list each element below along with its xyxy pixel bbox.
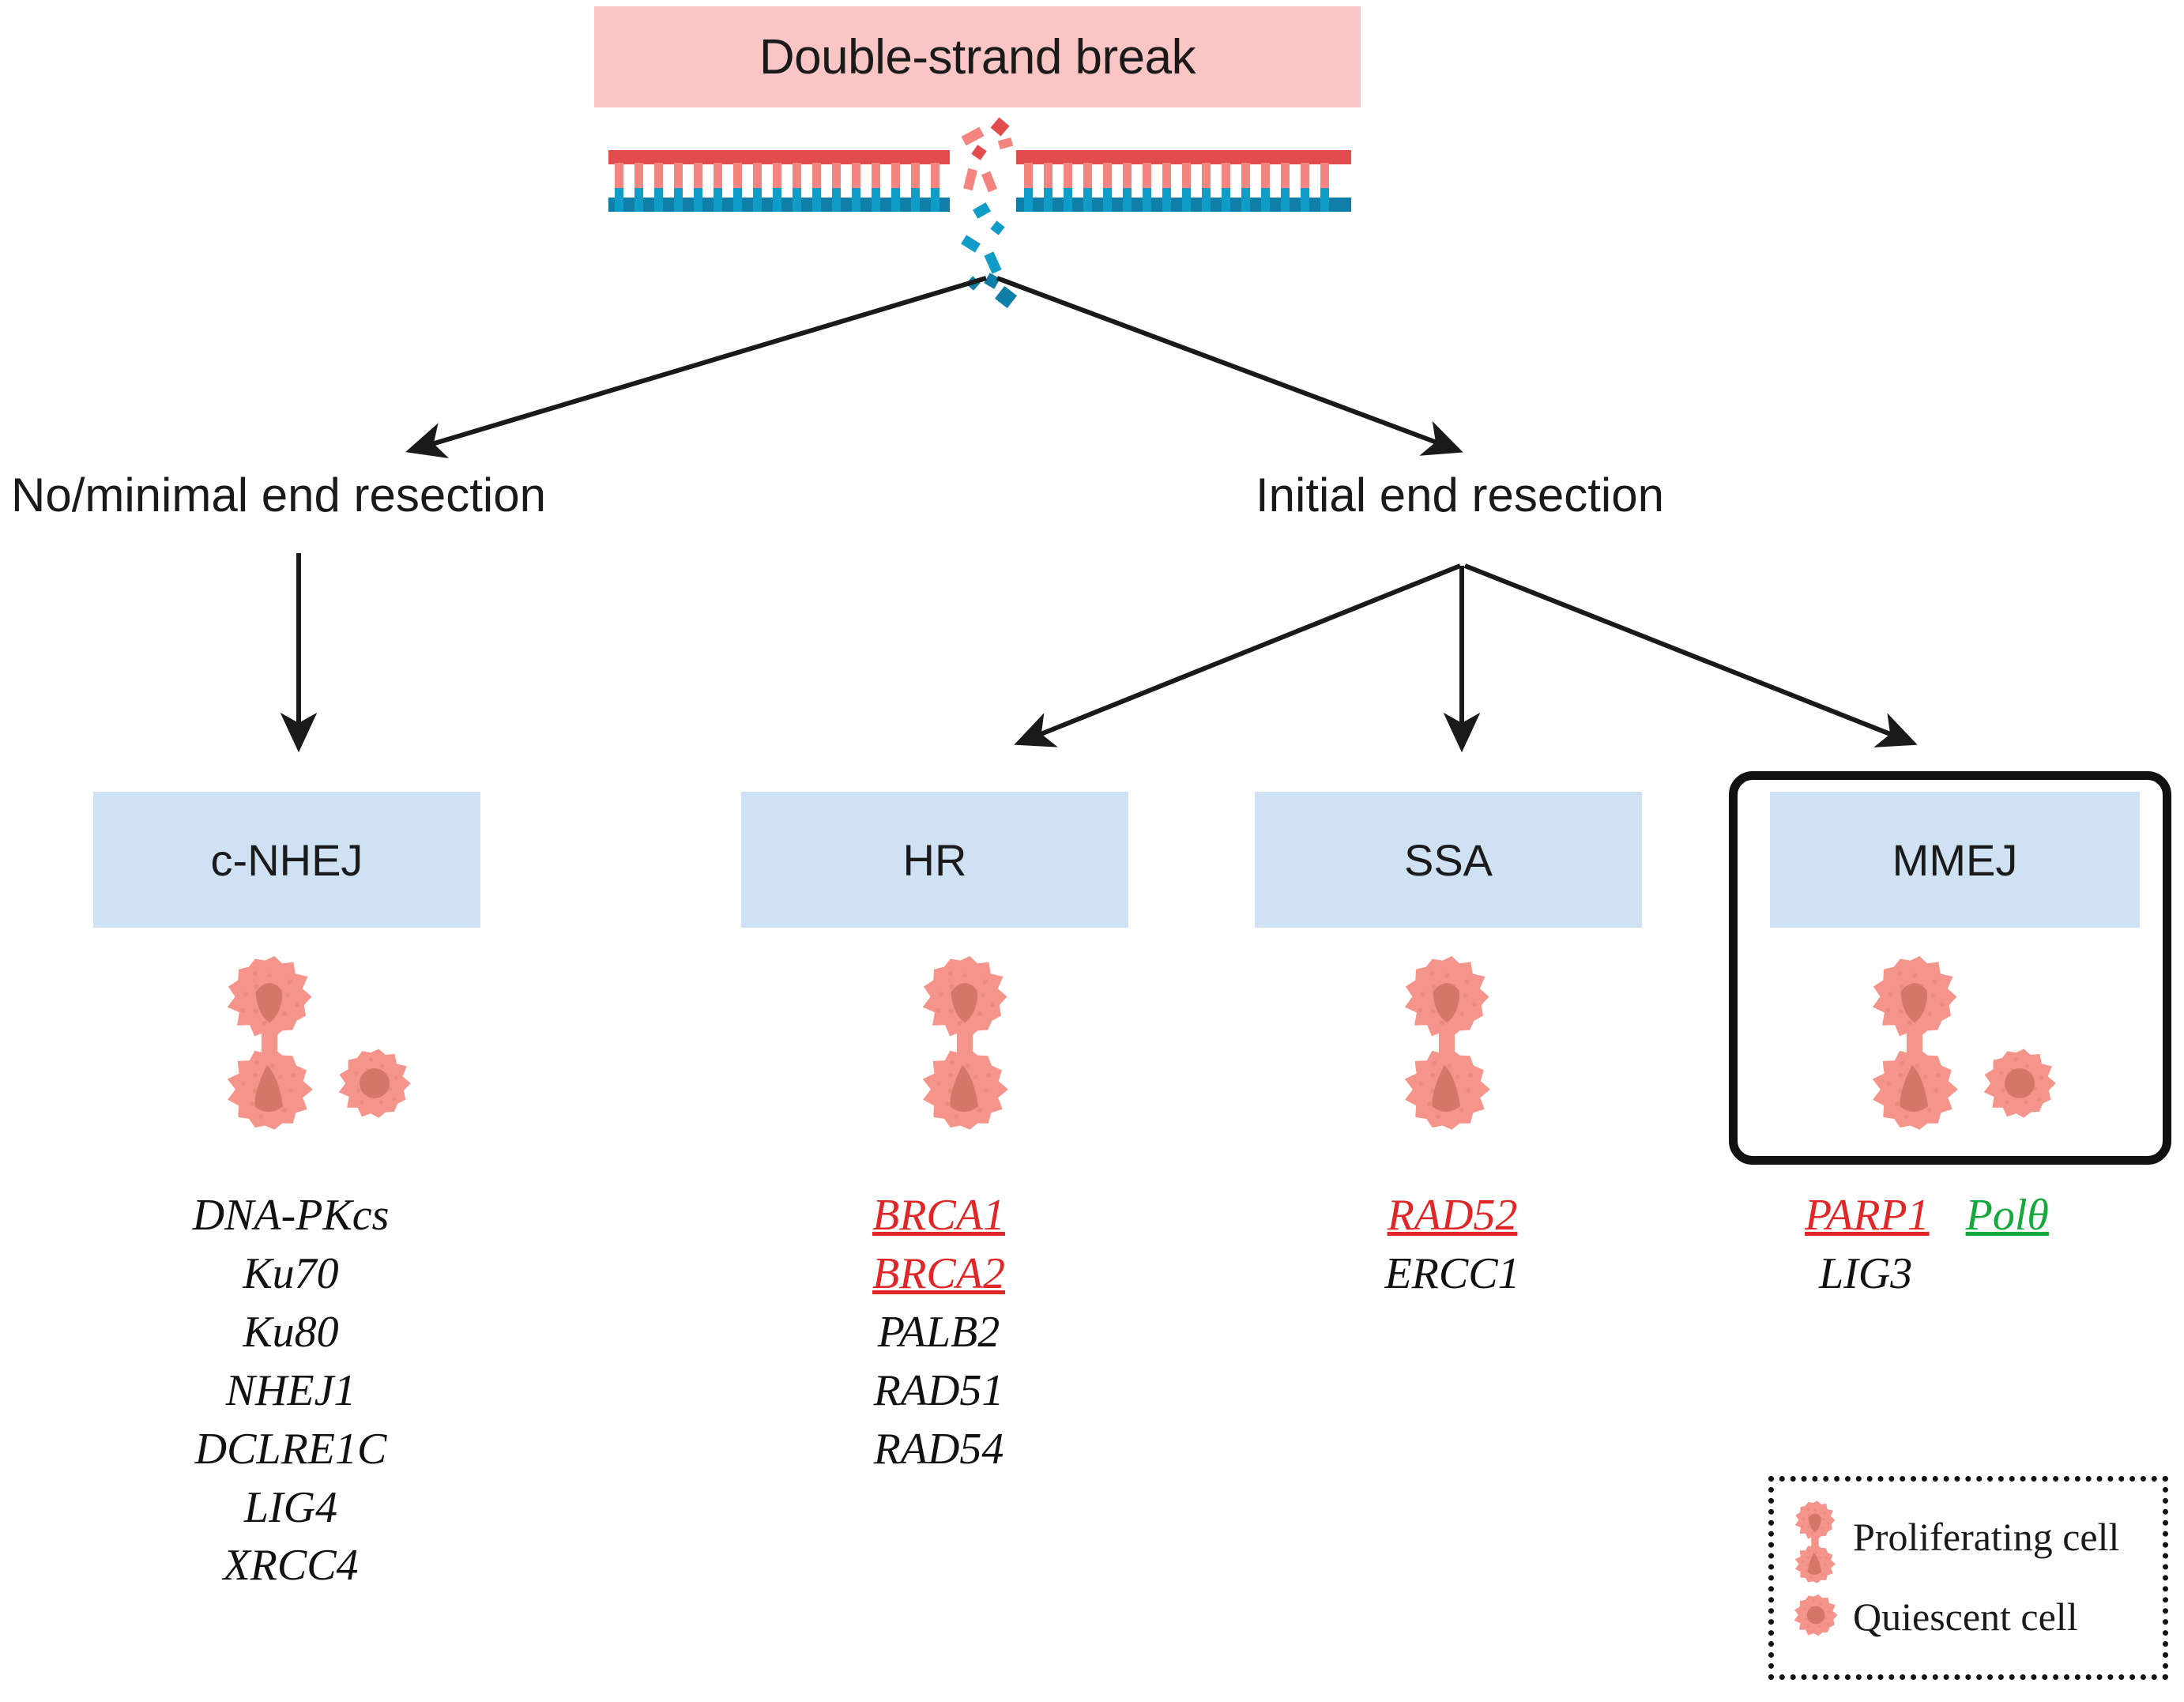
gene-palb2: PALB2 xyxy=(877,1307,1000,1357)
proliferating-cell-icon xyxy=(1400,952,1493,1138)
proliferating-cell-icon xyxy=(223,952,316,1138)
dna-base-pair-rung xyxy=(733,163,742,212)
dna-base-pair-rung xyxy=(793,163,801,212)
double-strand-break-banner: Double-strand break xyxy=(594,6,1361,107)
proliferating-cell-icon xyxy=(1793,1499,1842,1583)
dna-base-pair-rung xyxy=(1083,163,1092,212)
dna-base-pair-rung xyxy=(911,163,920,212)
double-strand-break-title: Double-strand break xyxy=(759,29,1196,85)
pathway-header-mmej[interactable]: MMEJ xyxy=(1770,792,2140,928)
dna-top-backbone-right xyxy=(1016,150,1351,164)
dna-left-fragment xyxy=(608,126,950,229)
legend-label-proliferating-cell: Proliferating cell xyxy=(1853,1515,2120,1559)
gene-rad54: RAD54 xyxy=(873,1424,1004,1474)
dna-base-pair-rung xyxy=(615,163,623,212)
dna-base-pair-rung xyxy=(674,163,683,212)
gene-brca1: BRCA1 xyxy=(872,1191,1005,1240)
dna-base-pair-rung xyxy=(891,163,900,212)
dna-base-pair-rung xyxy=(634,163,643,212)
gene-ercc1: ERCC1 xyxy=(1384,1248,1520,1298)
gene-parp1: PARP1 xyxy=(1805,1191,1930,1240)
dna-base-pair-rung xyxy=(753,163,762,212)
dna-base-pair-rung xyxy=(1261,163,1270,212)
gene-dclre1c: DCLRE1C xyxy=(194,1424,387,1474)
gene-nhej1: NHEJ1 xyxy=(225,1365,356,1415)
dna-base-pair-rung xyxy=(931,163,939,212)
gene-dna-pkcs: DNA-PKcs xyxy=(192,1191,390,1240)
gene-lig3: LIG3 xyxy=(1819,1248,1913,1298)
dna-base-pair-rung xyxy=(1241,163,1250,212)
pathway-header-c-nhej[interactable]: c-NHEJ xyxy=(93,792,480,928)
quiescent-cell-icon xyxy=(1793,1592,1842,1641)
dna-duplex-illustration xyxy=(608,117,1351,309)
mmej-highlight-frame xyxy=(1729,771,2171,1165)
dna-base-pair-rung xyxy=(694,163,702,212)
gene-pol-: Polθ xyxy=(1965,1191,2049,1240)
proliferating-cell-icon xyxy=(918,952,1011,1138)
branch-label-initial-end-resection: Initial end resection xyxy=(1256,469,1664,522)
dna-base-pair-rung xyxy=(1301,163,1309,212)
pathway-name-mmej: MMEJ xyxy=(1892,834,2018,885)
dna-base-pair-rung xyxy=(1103,163,1112,212)
gene-brca2: BRCA2 xyxy=(872,1248,1005,1298)
dna-base-pair-rung xyxy=(773,163,781,212)
legend-item-proliferating-cell: Proliferating cell xyxy=(1793,1499,2120,1583)
dna-base-pair-rung xyxy=(1143,163,1151,212)
cell-illustration-mmej xyxy=(1868,952,2058,1138)
pathway-header-ssa[interactable]: SSA xyxy=(1255,792,1642,928)
dna-base-pair-rung xyxy=(1202,163,1211,212)
cell-illustration-hr xyxy=(918,952,1011,1138)
cell-illustration-c-nhej xyxy=(223,952,412,1138)
dna-base-pair-rung xyxy=(1222,163,1230,212)
dna-base-pair-rung xyxy=(1123,163,1132,212)
cell-illustration-ssa xyxy=(1400,952,1493,1138)
legend-item-quiescent-cell: Quiescent cell xyxy=(1793,1592,2078,1641)
pathway-name-c-nhej: c-NHEJ xyxy=(210,834,363,885)
dna-base-pair-rung xyxy=(832,163,841,212)
proliferating-cell-icon xyxy=(1868,952,1961,1138)
dna-base-pair-rung xyxy=(1281,163,1290,212)
gene-ku70: Ku70 xyxy=(243,1248,339,1298)
gene-ku80: Ku80 xyxy=(243,1307,339,1357)
dna-top-backbone-left xyxy=(608,150,950,164)
dna-base-pair-rung xyxy=(1162,163,1171,212)
pathway-name-ssa: SSA xyxy=(1403,834,1493,885)
pathway-name-hr: HR xyxy=(902,834,967,885)
gene-rad52: RAD52 xyxy=(1387,1191,1518,1240)
dna-base-pair-rung xyxy=(1024,163,1033,212)
dna-base-pair-rung xyxy=(872,163,880,212)
branch-label-no-minimal-end-resection: No/minimal end resection xyxy=(11,469,546,522)
dna-base-pair-rung xyxy=(852,163,860,212)
gene-rad51: RAD51 xyxy=(873,1365,1004,1415)
legend-label-quiescent-cell: Quiescent cell xyxy=(1853,1595,2078,1639)
dna-base-pair-rung xyxy=(812,163,821,212)
gene-lig4: LIG4 xyxy=(243,1482,338,1532)
cell-type-legend: Proliferating cell Quiescent cell xyxy=(1768,1476,2168,1680)
gene-row: PARP1 Polθ xyxy=(1805,1187,2184,1245)
dna-base-pair-rung xyxy=(1320,163,1329,212)
dna-base-pair-rung xyxy=(654,163,663,212)
gene-xrcc4: XRCC4 xyxy=(223,1541,359,1591)
dna-base-pair-rung xyxy=(714,163,722,212)
quiescent-cell-icon xyxy=(337,1045,412,1125)
dna-base-pair-rung xyxy=(1044,163,1052,212)
dna-right-fragment xyxy=(1016,126,1351,229)
pathway-header-hr[interactable]: HR xyxy=(741,792,1128,928)
dna-base-pair-rung xyxy=(1182,163,1191,212)
quiescent-cell-icon xyxy=(1982,1045,2058,1125)
dna-base-pair-rung xyxy=(1064,163,1072,212)
